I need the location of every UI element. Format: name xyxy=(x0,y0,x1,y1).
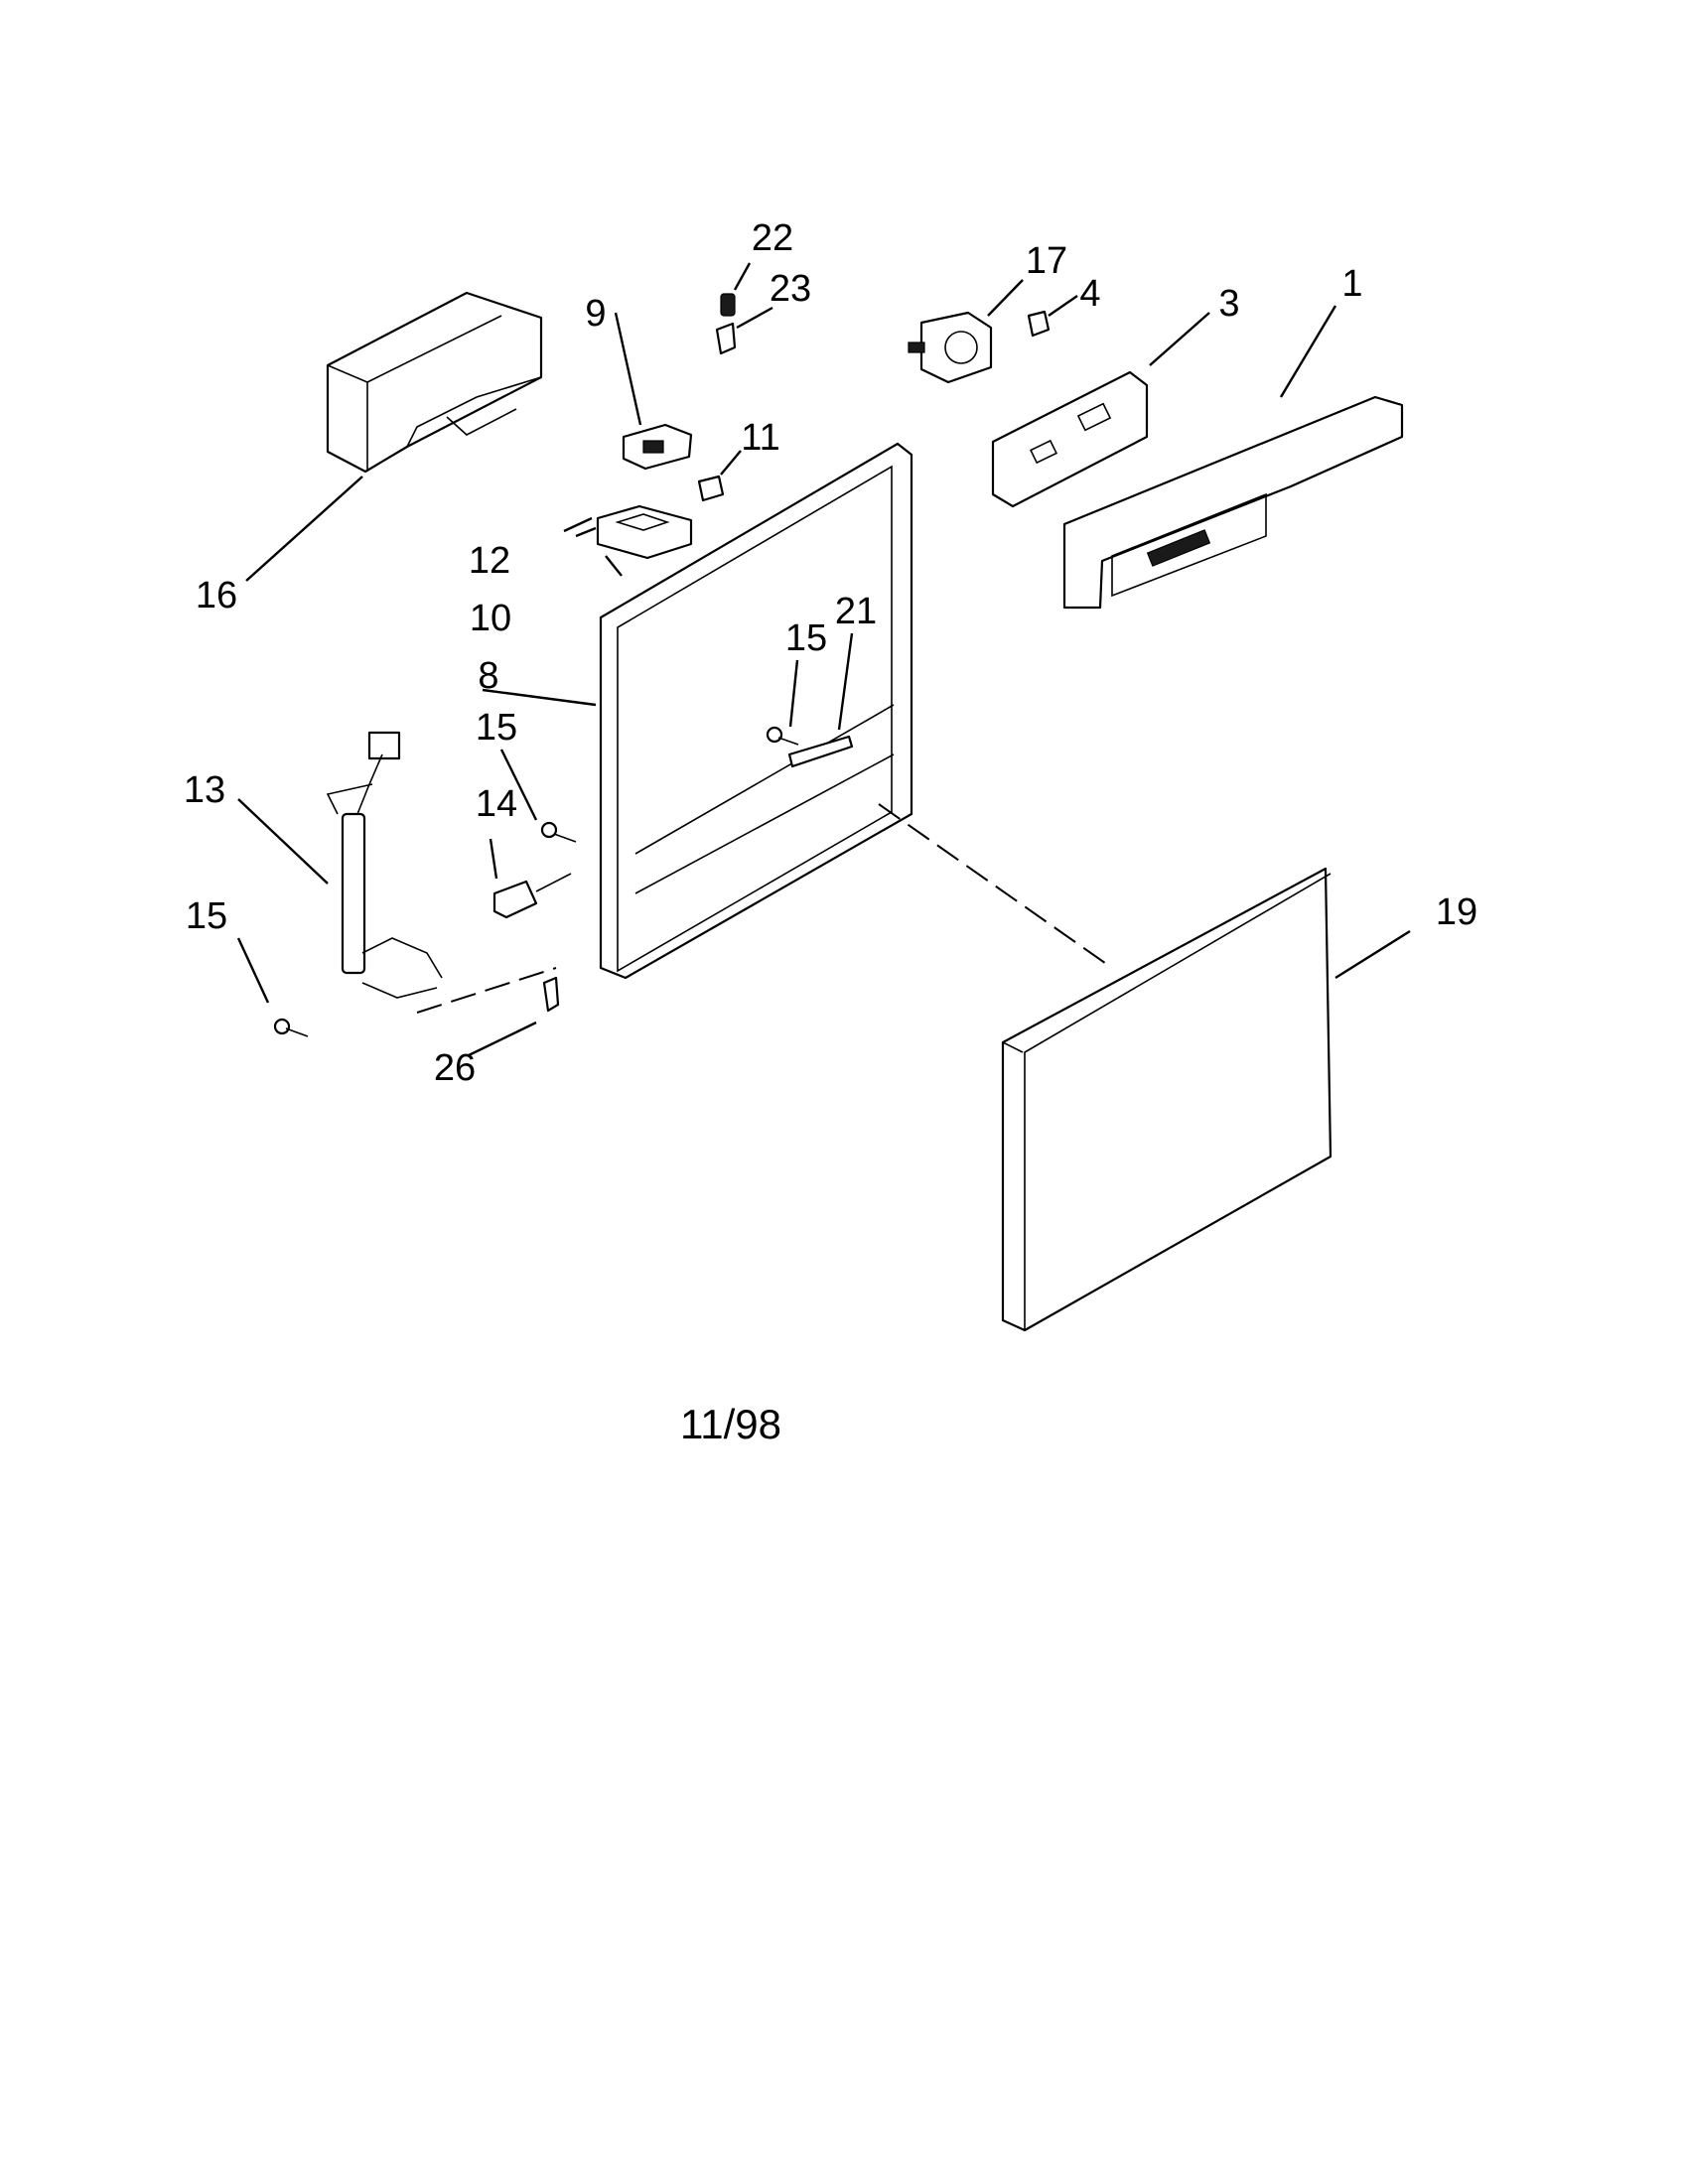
callout-1: 1 xyxy=(1341,263,1362,305)
part-19-door-panel xyxy=(1001,867,1333,1332)
part-15-screw-b xyxy=(273,1018,309,1037)
callout-10: 10 xyxy=(470,598,511,639)
leader-lines xyxy=(236,262,1411,1057)
part-9-latch xyxy=(622,423,693,471)
part-1-console xyxy=(1062,395,1404,610)
callout-9: 9 xyxy=(585,293,606,335)
callout-26: 26 xyxy=(434,1047,476,1089)
callout-13: 13 xyxy=(184,769,225,811)
callout-8: 8 xyxy=(478,655,498,697)
callout-12: 12 xyxy=(469,540,510,582)
part-26-clip xyxy=(542,976,560,1013)
callout-23: 23 xyxy=(770,268,811,310)
callout-3: 3 xyxy=(1218,283,1239,325)
part-13-wiring-harness xyxy=(326,731,443,999)
callout-16: 16 xyxy=(196,575,237,616)
part-14-sensor xyxy=(492,873,572,919)
callout-15-c: 15 xyxy=(785,617,827,659)
part-11-switch xyxy=(697,475,725,502)
alignment-line-harness xyxy=(416,967,557,1014)
date-code: 11/98 xyxy=(680,1401,781,1447)
callout-17: 17 xyxy=(1026,240,1067,282)
part-3-control-panel xyxy=(991,370,1149,508)
part-22-spring xyxy=(720,293,736,317)
part-21-strip xyxy=(787,735,854,768)
part-17-selector xyxy=(908,311,993,384)
callout-15-b: 15 xyxy=(186,895,227,937)
part-4-button xyxy=(1027,310,1051,338)
part-16-cover xyxy=(326,291,543,474)
callout-14: 14 xyxy=(476,783,517,825)
callout-21: 21 xyxy=(835,591,877,632)
part-15-screw-c xyxy=(766,726,799,746)
part-12-pin xyxy=(563,516,593,533)
callout-15-a: 15 xyxy=(476,707,517,749)
callout-4: 4 xyxy=(1079,273,1100,315)
part-15-screw-a xyxy=(540,821,577,843)
part-23-clip xyxy=(715,322,737,355)
callout-11: 11 xyxy=(741,417,779,459)
callout-22: 22 xyxy=(752,217,793,259)
part-8-door-frame xyxy=(599,442,913,980)
callout-19: 19 xyxy=(1436,891,1477,933)
alignment-line-door xyxy=(878,803,1113,969)
part-10-bracket xyxy=(596,504,693,560)
